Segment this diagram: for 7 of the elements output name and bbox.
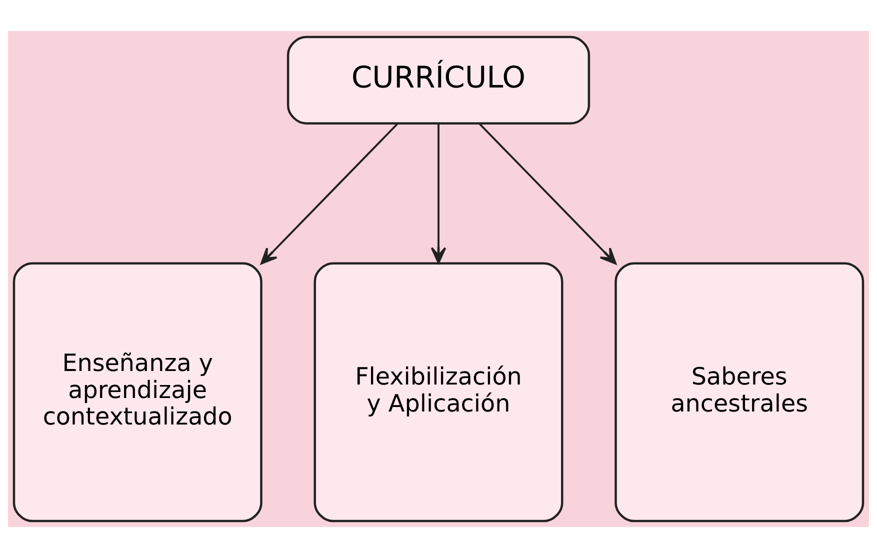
node-box: Flexibilización y Aplicación: [314, 262, 564, 522]
arrow: [430, 124, 446, 264]
node-box: Enseñanza y aprendizaje contextualizado: [12, 262, 262, 522]
arrow: [479, 123, 617, 264]
node-box: Saberes ancestrales: [614, 262, 864, 522]
arrow: [260, 123, 398, 264]
node-box: CURRÍCULO: [286, 36, 590, 124]
